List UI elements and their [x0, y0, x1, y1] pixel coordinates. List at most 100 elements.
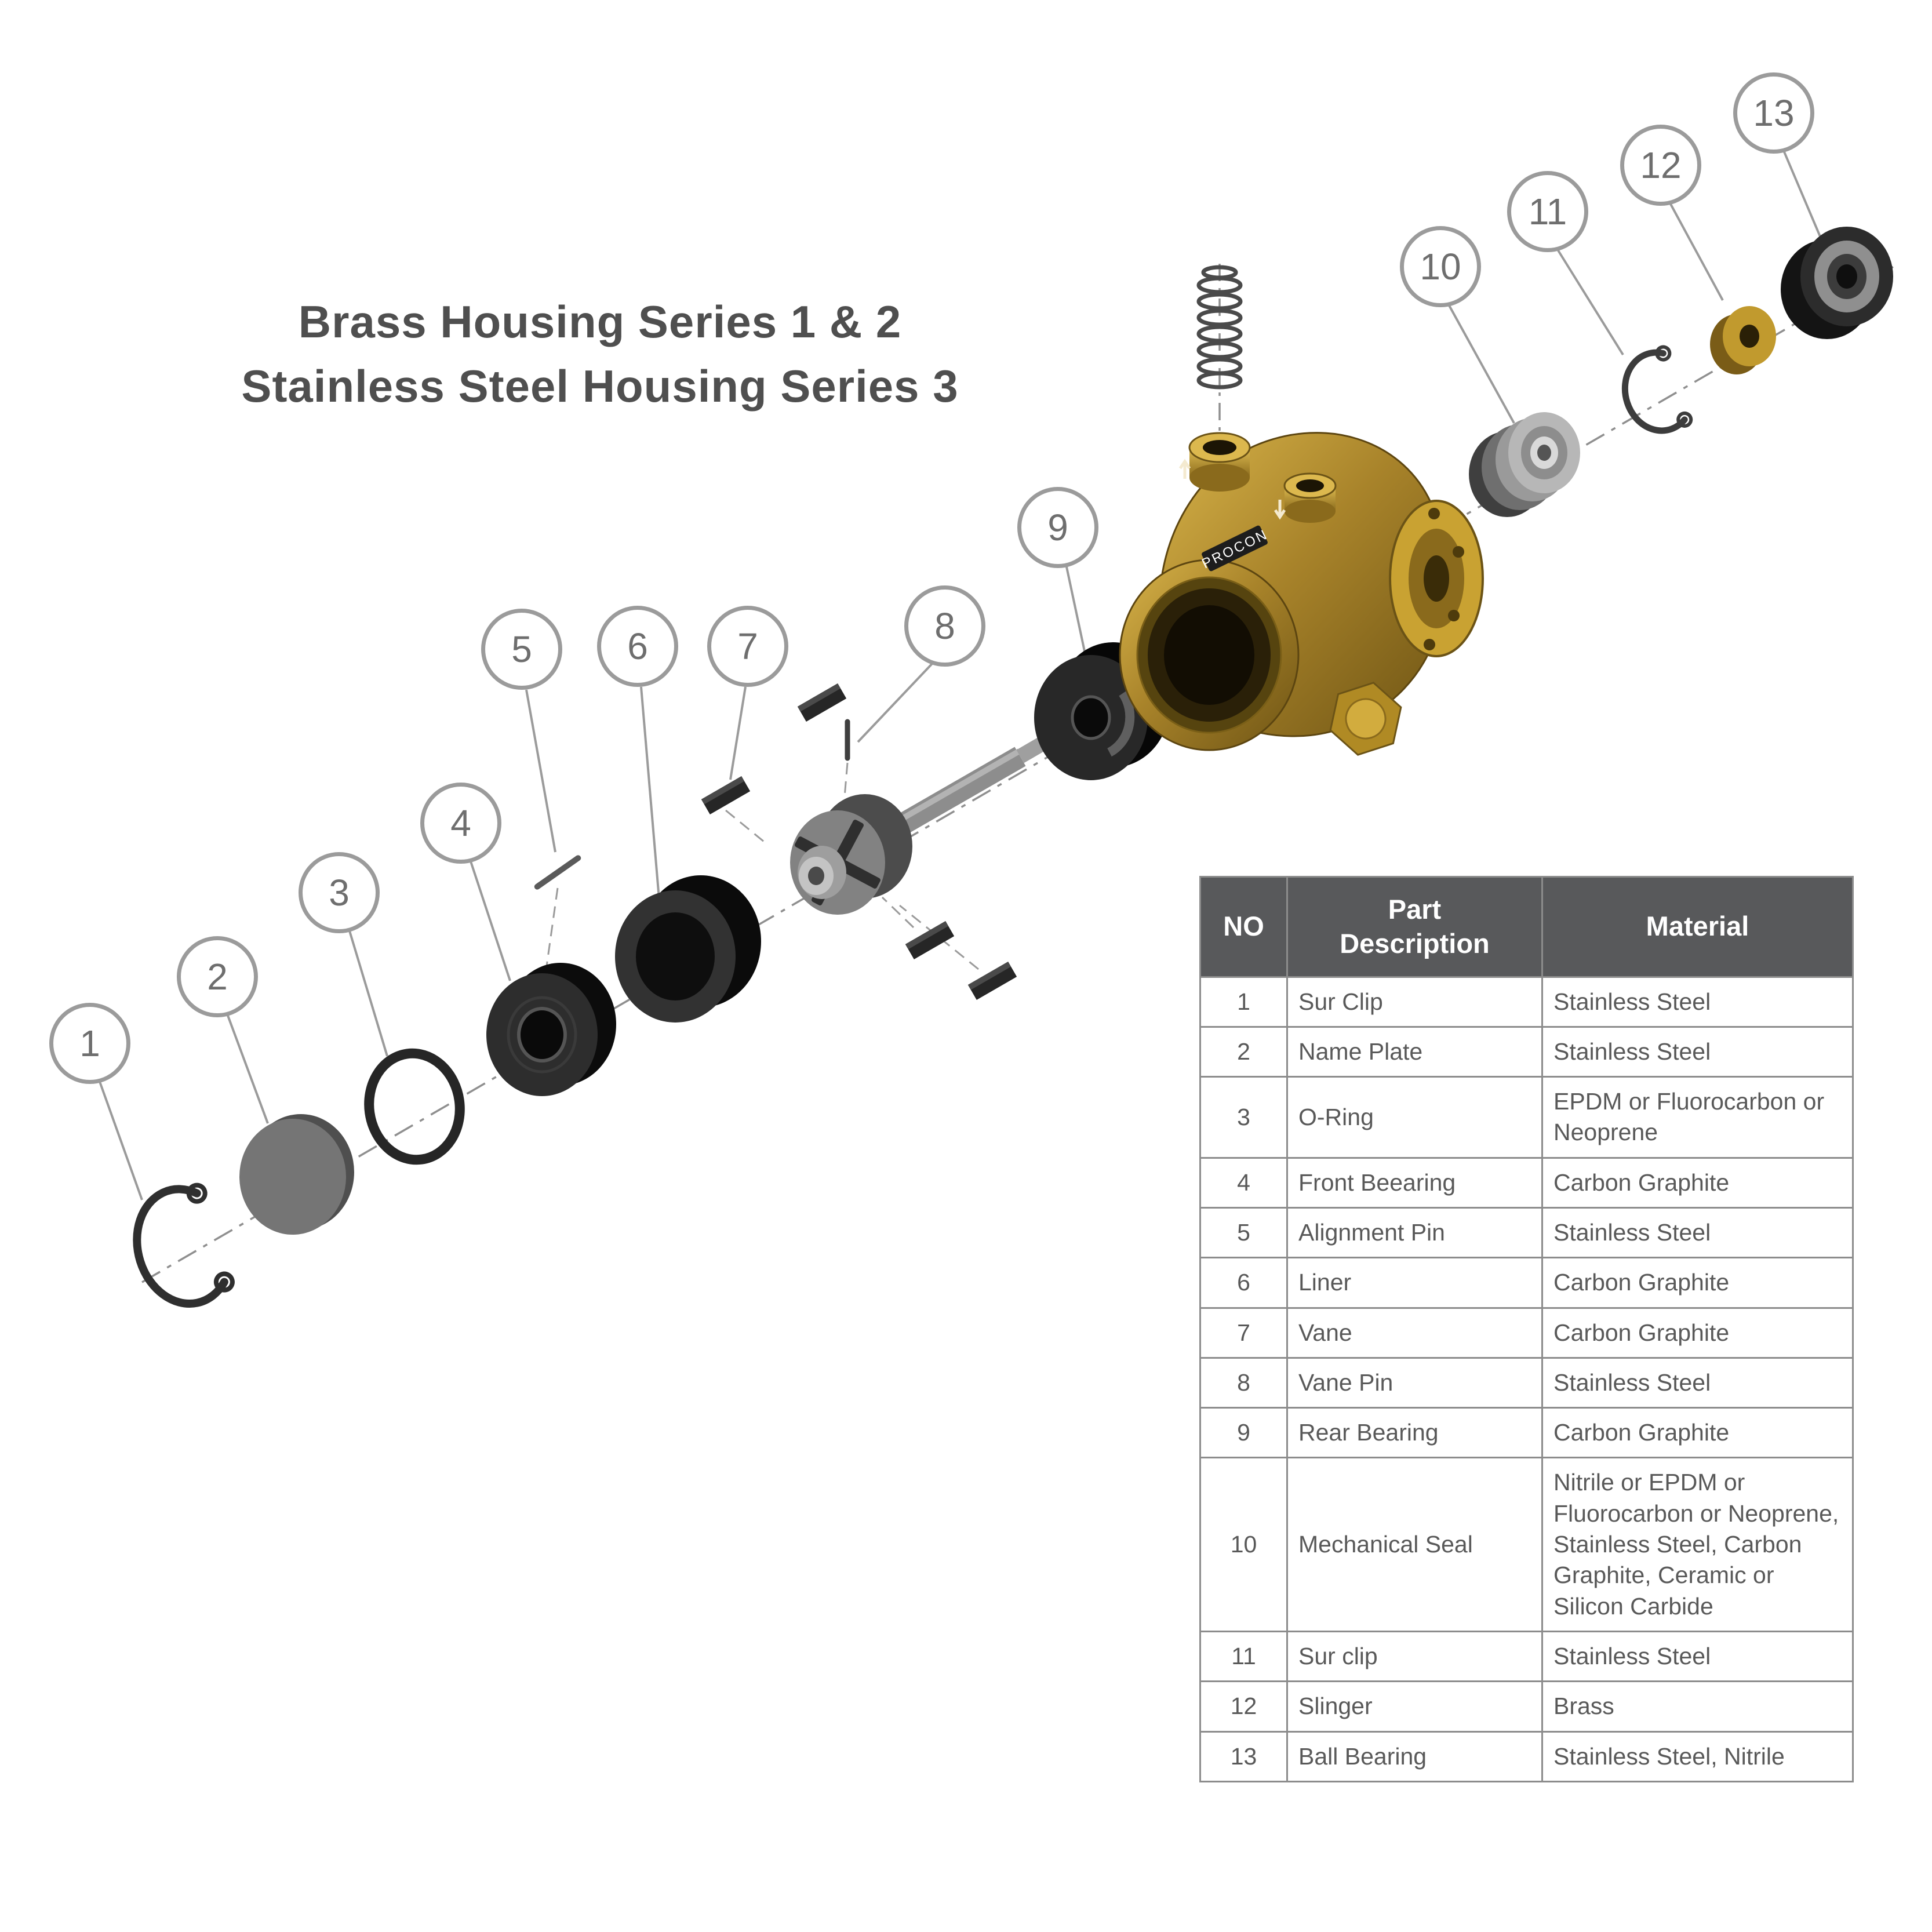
cell-part: Sur Clip: [1286, 976, 1543, 1028]
part-12-slinger: [1710, 306, 1776, 374]
header-material: Material: [1541, 876, 1854, 978]
callout-13: 13: [1733, 72, 1814, 154]
callout-2: 2: [177, 936, 258, 1017]
part-3-o-ring: [364, 1048, 465, 1165]
cell-no: 10: [1199, 1457, 1288, 1632]
callout-12: 12: [1620, 125, 1701, 206]
housing-port-left: [1188, 432, 1251, 492]
flow-arrow-down-icon: [1274, 500, 1286, 520]
cell-material: Stainless Steel: [1541, 1356, 1854, 1409]
cell-no: 13: [1199, 1730, 1288, 1782]
cell-material: Carbon Graphite: [1541, 1156, 1854, 1209]
leader-11: [1557, 249, 1624, 356]
leader-lines: [99, 151, 1821, 1200]
callout-9-number: 9: [1047, 507, 1068, 548]
cell-part: Liner: [1286, 1257, 1543, 1309]
leader-5: [525, 689, 556, 853]
callout-9: 9: [1017, 487, 1098, 568]
leader-7: [729, 686, 747, 780]
callout-8-number: 8: [934, 605, 955, 647]
cell-material: Brass: [1541, 1680, 1854, 1733]
cell-part: Vane Pin: [1286, 1356, 1543, 1409]
housing-port-right: [1283, 472, 1337, 523]
cell-material: Nitrile or EPDM or Fluorocarbon or Neopr…: [1541, 1457, 1854, 1632]
title-line-2: Stainless Steel Housing Series 3: [241, 360, 959, 412]
cell-part: O-Ring: [1286, 1076, 1543, 1159]
cell-no: 11: [1199, 1630, 1288, 1683]
cell-part: Alignment Pin: [1286, 1206, 1543, 1259]
cell-part: Slinger: [1286, 1680, 1543, 1733]
callout-2-number: 2: [207, 956, 228, 998]
cell-part: Name Plate: [1286, 1025, 1543, 1078]
cell-no: 4: [1199, 1156, 1288, 1209]
callout-5-number: 5: [511, 628, 532, 670]
cell-material: Carbon Graphite: [1541, 1307, 1854, 1359]
header-material-label: Material: [1646, 911, 1749, 942]
cell-part: Mechanical Seal: [1286, 1457, 1543, 1632]
cell-material: EPDM or Fluorocarbon or Neoprene: [1541, 1076, 1854, 1159]
part-2-name-plate: [239, 1114, 354, 1235]
callout-8: 8: [904, 585, 985, 667]
title-line-1: Brass Housing Series 1 & 2: [298, 296, 902, 347]
cell-no: 12: [1199, 1680, 1288, 1733]
callout-1: 1: [49, 1003, 130, 1084]
callout-6: 6: [597, 606, 678, 687]
part-7-vanes: [701, 683, 1017, 1000]
cell-part: Rear Bearing: [1286, 1407, 1543, 1459]
diagram-title: Brass Housing Series 1 & 2 Stainless Ste…: [197, 290, 1003, 419]
header-no: NO: [1199, 876, 1288, 978]
leader-12: [1669, 203, 1724, 301]
callout-7: 7: [707, 606, 788, 687]
callout-3-number: 3: [329, 872, 350, 914]
leader-4: [470, 861, 511, 981]
table-header-row: NO Part Description Material: [1199, 876, 1854, 978]
cell-part: Vane: [1286, 1307, 1543, 1359]
cell-no: 5: [1199, 1206, 1288, 1259]
cell-material: Stainless Steel, Nitrile: [1541, 1730, 1854, 1782]
assembly-centerline: [141, 264, 1896, 1283]
cell-material: Carbon Graphite: [1541, 1407, 1854, 1459]
cell-no: 9: [1199, 1407, 1288, 1459]
housing-flange: [1389, 500, 1484, 657]
housing-front-port: [1119, 559, 1300, 751]
rotor-shaft-assembly: [790, 730, 1058, 915]
cell-no: 6: [1199, 1257, 1288, 1309]
leader-9: [1065, 566, 1086, 654]
part-10-mechanical-seal: [1469, 412, 1580, 517]
callout-13-number: 13: [1753, 92, 1795, 134]
cell-part: Front Beearing: [1286, 1156, 1543, 1209]
part-13-ball-bearing: [1781, 227, 1893, 339]
cell-material: Stainless Steel: [1541, 1630, 1854, 1683]
cell-no: 8: [1199, 1356, 1288, 1409]
leader-1: [99, 1081, 143, 1200]
callout-10-number: 10: [1420, 246, 1461, 288]
cell-no: 7: [1199, 1307, 1288, 1359]
header-part-description: Part Description: [1286, 876, 1543, 978]
callout-5: 5: [481, 609, 562, 690]
cell-material: Stainless Steel: [1541, 1206, 1854, 1259]
callout-11-number: 11: [1528, 191, 1567, 232]
part-6-liner: [615, 875, 761, 1023]
leader-8: [857, 663, 933, 743]
part-5-alignment-pin: [534, 855, 581, 890]
callout-4: 4: [420, 783, 501, 864]
leader-6: [640, 686, 661, 906]
callout-12-number: 12: [1640, 144, 1682, 186]
flow-arrow-up-icon: [1178, 459, 1191, 479]
housing-hex-plug: [1329, 682, 1402, 756]
cell-part: Sur clip: [1286, 1630, 1543, 1683]
